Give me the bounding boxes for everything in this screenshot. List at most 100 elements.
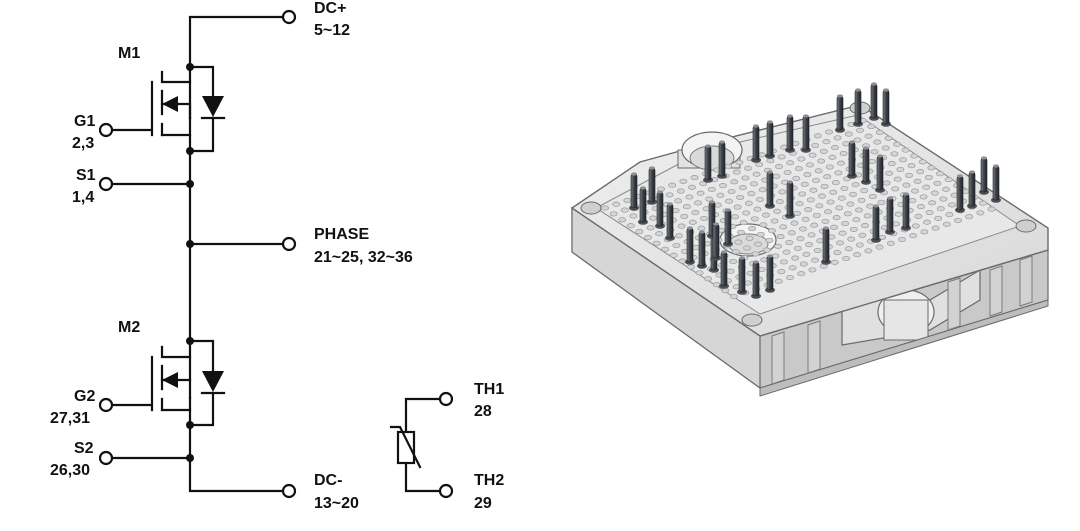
module-hole (830, 224, 838, 230)
module-hole (779, 224, 788, 230)
module-hole (905, 172, 913, 178)
module-hole (924, 174, 933, 181)
module-hole (775, 164, 783, 170)
module-hole (770, 218, 779, 224)
module-press-fit-pin (835, 94, 845, 133)
module-hole (808, 152, 817, 158)
module-hole (901, 147, 910, 153)
module-hole (774, 278, 783, 284)
module-hole (661, 246, 670, 252)
module-hole (778, 189, 787, 195)
g2-label: G2 (74, 388, 95, 405)
module-hole (942, 186, 950, 192)
module-hole (925, 209, 934, 216)
module-hole (672, 242, 681, 249)
module-hole (675, 233, 683, 239)
module-hole (745, 235, 754, 241)
module-hole (742, 210, 751, 216)
module-press-fit-pin (697, 230, 707, 269)
module-hole (747, 191, 756, 197)
module-hole (629, 213, 638, 219)
module-hole (695, 270, 704, 276)
module-hole (847, 236, 856, 242)
module-hole (894, 211, 903, 217)
module-hole (898, 236, 906, 243)
module-press-fit-pin (853, 88, 863, 127)
module-press-fit-pin (869, 82, 879, 121)
module-hole (792, 175, 801, 181)
module-hole (786, 274, 794, 281)
module-press-fit-pin (737, 256, 747, 295)
module-hole (744, 200, 753, 206)
module-hole (682, 204, 691, 210)
module-hole (685, 194, 694, 200)
module-hole (668, 182, 677, 188)
module-press-fit-pin (979, 156, 989, 195)
module-hole (818, 193, 826, 199)
module-hole (811, 142, 820, 149)
module-hole (919, 194, 928, 200)
module-hole (842, 255, 850, 262)
module-hole (750, 216, 759, 222)
s2-pins: 26,30 (50, 462, 90, 479)
module-hole (934, 215, 943, 221)
module-hole (913, 178, 922, 184)
module-hole (892, 221, 900, 227)
phase-pins: 21~25, 32~36 (314, 249, 413, 266)
module-hole (830, 259, 839, 265)
module-hole (844, 131, 853, 137)
mosfet-m2 (110, 339, 226, 427)
module-hole (676, 188, 685, 194)
module-hole (697, 225, 706, 231)
module-hole (829, 189, 838, 195)
module-hole (762, 247, 771, 253)
module-press-fit-pin (765, 120, 775, 159)
module-hole (866, 203, 875, 209)
module-hole (875, 129, 884, 135)
module-press-fit-pin (751, 260, 761, 299)
module-hole (987, 206, 996, 212)
g2-pins: 27,31 (50, 410, 90, 427)
module-press-fit-pin (665, 202, 675, 241)
module-hole (798, 191, 807, 197)
module-press-fit-pin (821, 226, 831, 265)
module-hole (797, 271, 806, 277)
module-hole (887, 161, 896, 167)
module-hole (808, 267, 817, 273)
module-hole (936, 171, 944, 177)
g1-pins: 2,3 (72, 135, 94, 152)
module-hole (930, 190, 939, 196)
module-press-fit-pin (901, 192, 911, 231)
module-hole (756, 231, 765, 238)
module-hole (976, 210, 985, 216)
module-hole (835, 205, 844, 211)
module-hole (772, 173, 781, 179)
module-hole (849, 226, 858, 232)
module-hole (833, 250, 842, 256)
module-hole (768, 228, 776, 234)
module-hole (864, 133, 873, 139)
module-hole (649, 215, 658, 221)
thermistor (389, 391, 454, 499)
module-hole (916, 169, 925, 175)
module-hole (864, 248, 873, 254)
module-hole (815, 203, 824, 209)
th1-pins: 28 (474, 403, 492, 420)
module-hole (837, 160, 845, 166)
dc-minus-label: DC- (314, 472, 342, 489)
module-hole (690, 175, 699, 181)
module-hole (933, 180, 942, 186)
module-hole (626, 223, 635, 229)
module-hole (863, 213, 872, 219)
module-hole (841, 220, 850, 227)
module-hole (750, 181, 758, 187)
module-hole (743, 245, 751, 251)
module-hole (923, 219, 931, 225)
th2-terminal (438, 483, 454, 499)
module-press-fit-pin (875, 154, 885, 193)
module-hole (669, 252, 678, 258)
module-hole (836, 240, 844, 246)
module-hole (744, 165, 752, 171)
module-hole (797, 156, 806, 162)
module-hole (803, 172, 812, 178)
